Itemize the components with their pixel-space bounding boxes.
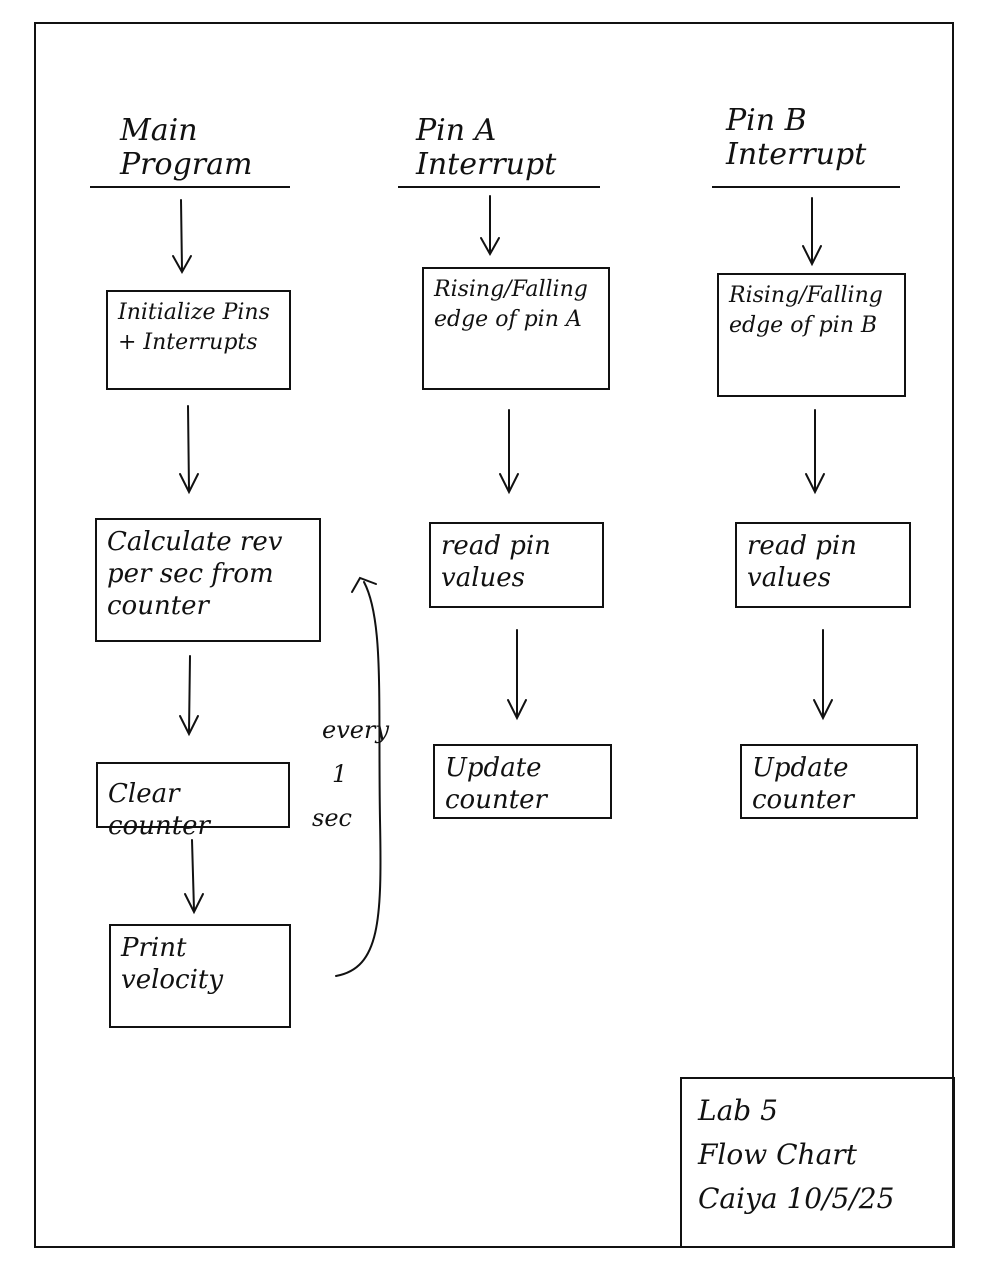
author-date: Caiya 10/5/25 bbox=[698, 1182, 895, 1215]
loop-note-number: 1 bbox=[332, 760, 348, 788]
arrow-icon bbox=[813, 629, 833, 721]
title-line: Interrupt bbox=[416, 147, 557, 182]
arrow-icon bbox=[802, 197, 822, 267]
arrow-icon bbox=[499, 409, 519, 495]
title-underline bbox=[398, 186, 600, 188]
title-underline bbox=[90, 186, 290, 188]
main-program-title: Main Program bbox=[120, 114, 252, 182]
pin-b-edge-box: Rising/Falling edge of pin B bbox=[717, 273, 906, 397]
arrow-icon bbox=[480, 195, 500, 257]
arrow-icon bbox=[179, 405, 199, 495]
clear-counter-box: Clear counter bbox=[96, 762, 290, 841]
arrow-icon bbox=[179, 655, 199, 737]
pin-b-read-box: read pin values bbox=[735, 522, 911, 608]
title-block: Lab 5 Flow Chart Caiya 10/5/25 bbox=[680, 1077, 955, 1248]
print-velocity-box: Print velocity bbox=[109, 924, 291, 1028]
lab-label: Lab 5 bbox=[698, 1094, 778, 1127]
arrow-icon bbox=[507, 629, 527, 721]
loop-back-arrow-icon bbox=[335, 576, 382, 977]
pin-a-update-box: Update counter bbox=[433, 744, 612, 819]
loop-note-every: every bbox=[322, 716, 389, 744]
initialize-box: Initialize Pins + Interrupts bbox=[106, 290, 291, 390]
title-underline bbox=[712, 186, 900, 188]
arrow-icon bbox=[184, 839, 204, 915]
pin-a-edge-box: Rising/Falling edge of pin A bbox=[422, 267, 610, 390]
title-line: Interrupt bbox=[726, 137, 867, 172]
pin-b-interrupt-title: Pin B Interrupt bbox=[726, 104, 866, 172]
loop-note-sec: sec bbox=[312, 804, 352, 832]
title-line: Pin A bbox=[416, 113, 497, 148]
pin-a-read-box: read pin values bbox=[429, 522, 604, 608]
title-line: Program bbox=[120, 147, 253, 182]
calculate-box: Calculate rev per sec from counter bbox=[95, 518, 321, 642]
arrow-icon bbox=[172, 199, 192, 275]
chart-label: Flow Chart bbox=[698, 1138, 857, 1171]
title-line: Main bbox=[120, 113, 198, 148]
pin-a-interrupt-title: Pin A Interrupt bbox=[416, 114, 556, 182]
title-line: Pin B bbox=[726, 103, 807, 138]
page-border bbox=[34, 22, 954, 1248]
pin-b-update-box: Update counter bbox=[740, 744, 918, 819]
arrow-icon bbox=[805, 409, 825, 495]
